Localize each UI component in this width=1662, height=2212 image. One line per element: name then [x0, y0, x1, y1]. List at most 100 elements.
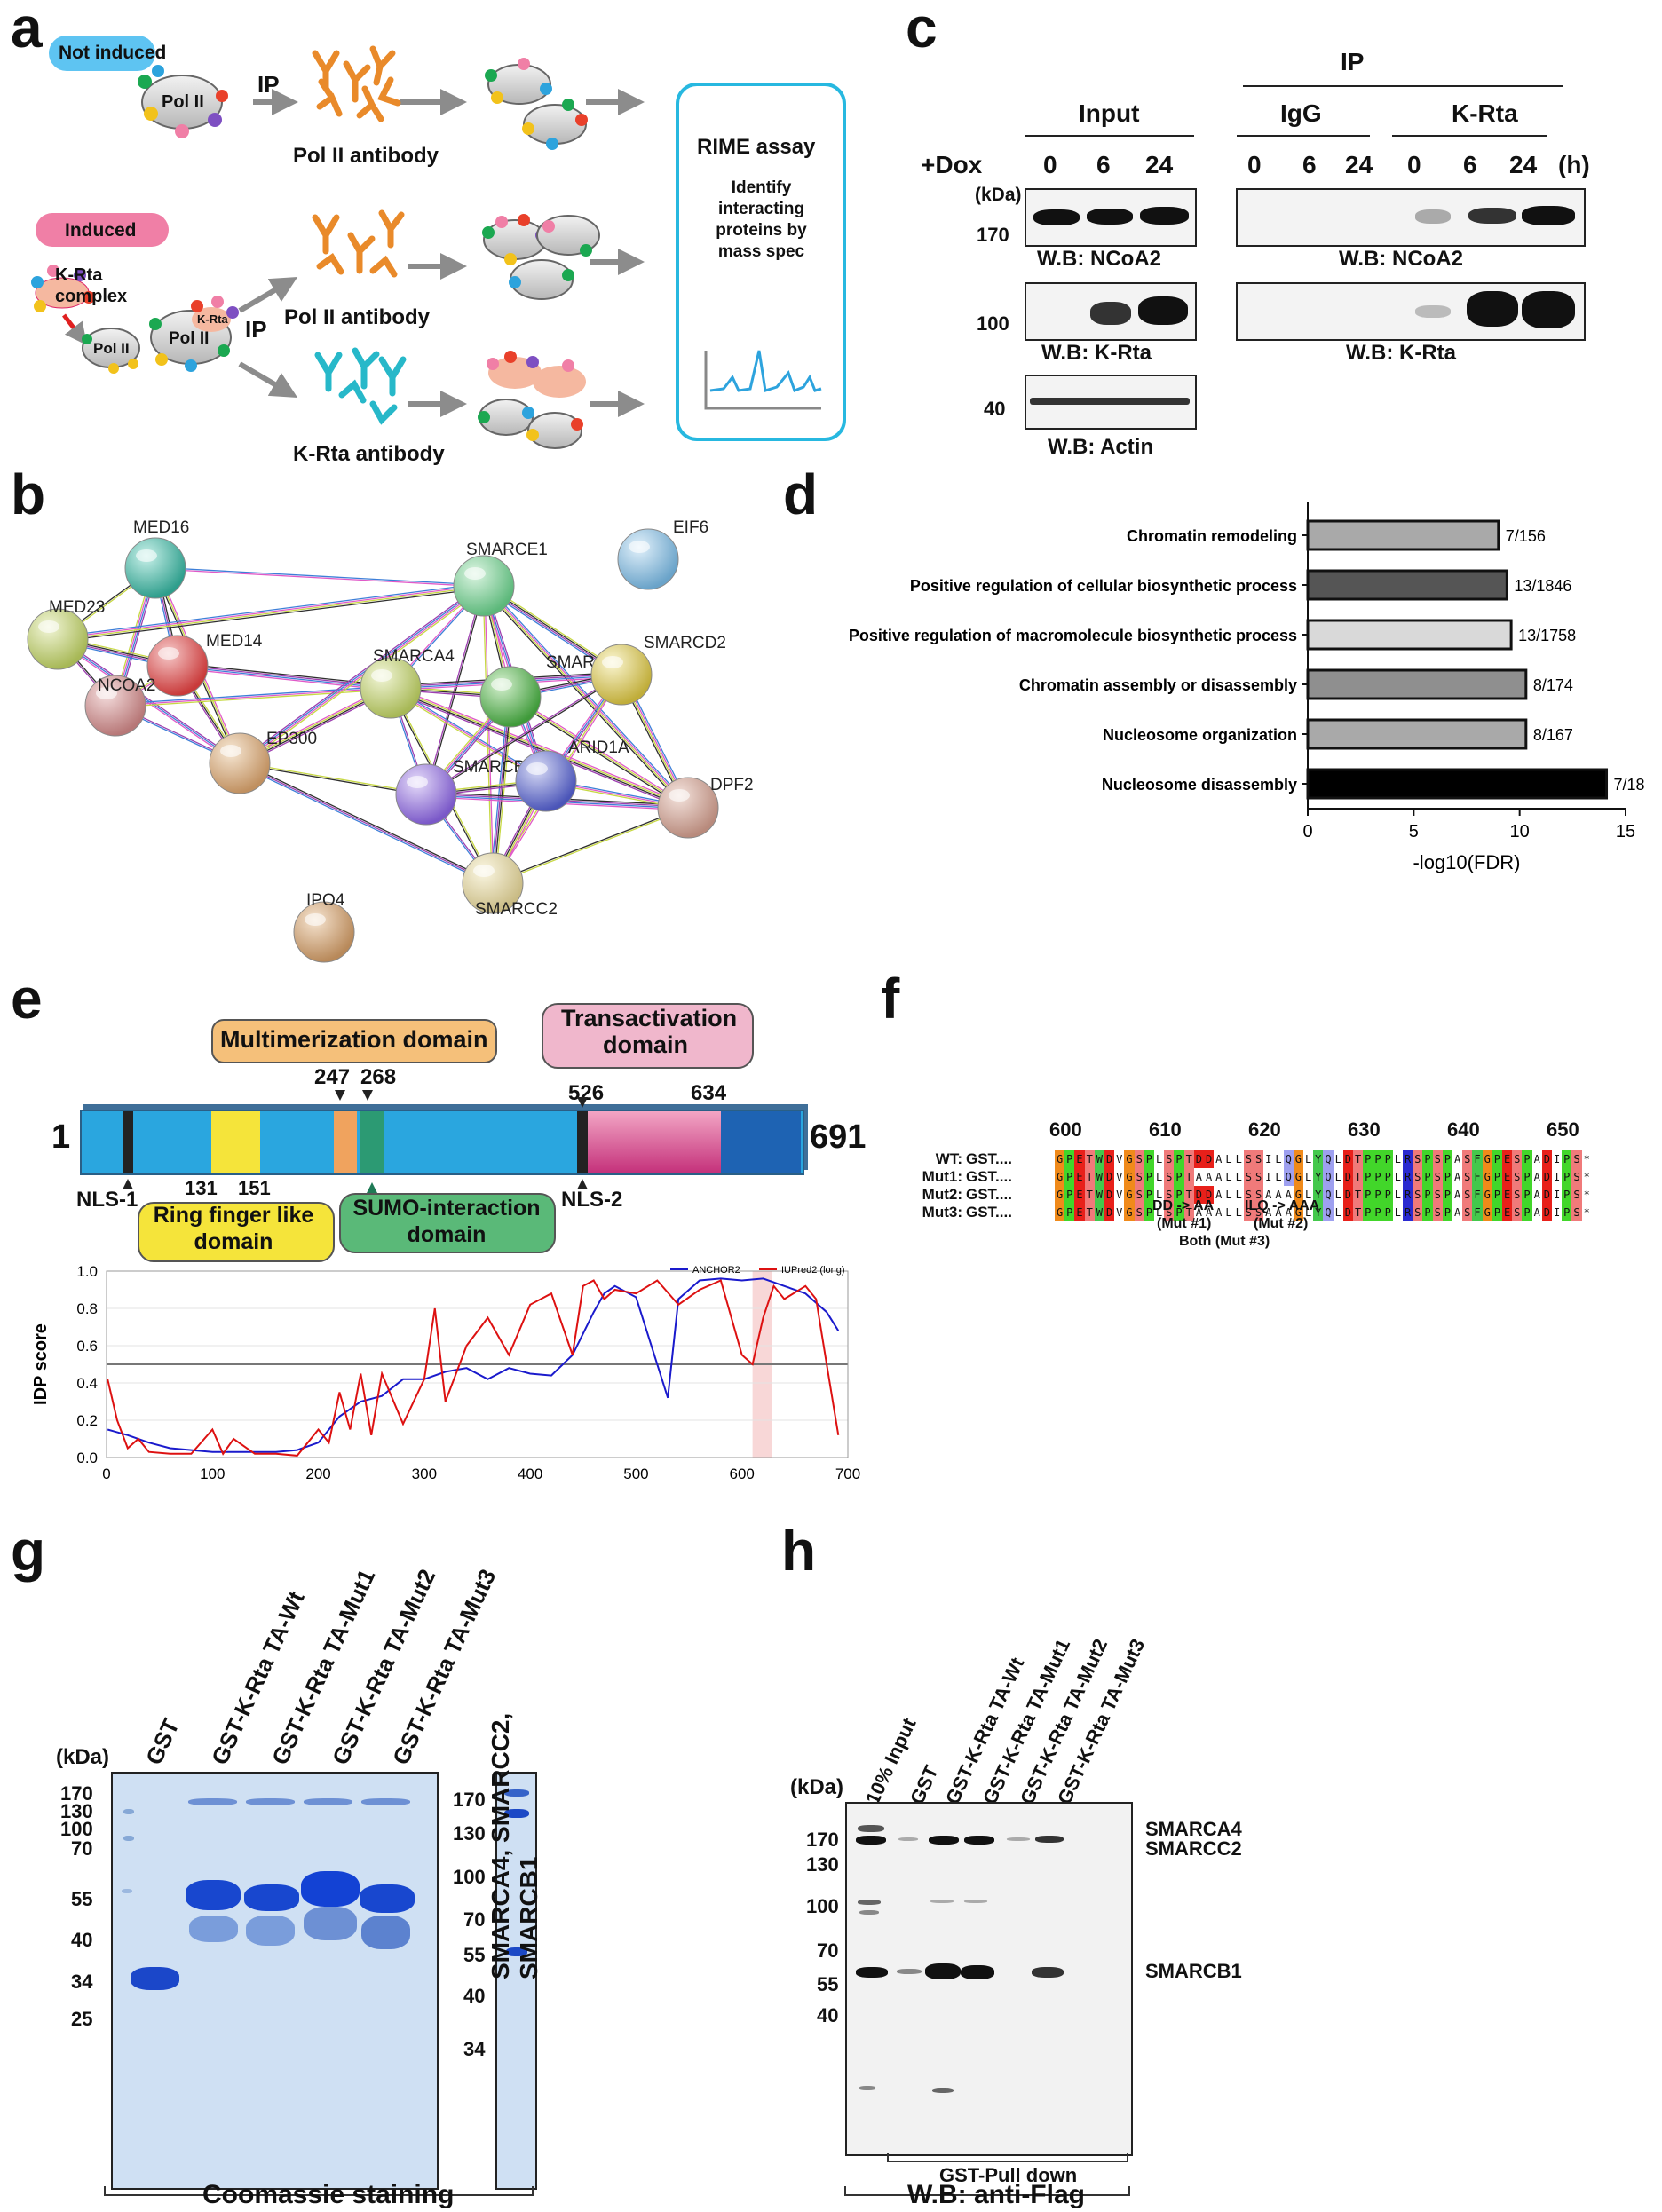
residue: R — [1403, 1150, 1413, 1168]
alignment-row-name: Mut2: — [922, 1186, 962, 1203]
network-edge — [155, 566, 485, 586]
residue: P — [1442, 1186, 1452, 1204]
residue: S — [1254, 1168, 1264, 1186]
blot-h — [845, 1802, 1133, 2156]
alignment-position: 610 — [1149, 1118, 1182, 1141]
residue: G — [1124, 1204, 1135, 1221]
category-label: Positive regulation of macromolecule bio… — [849, 627, 1297, 644]
residue: P — [1174, 1168, 1184, 1186]
residue: A — [1453, 1153, 1461, 1165]
pol2-label-induced-2: Pol II — [169, 329, 210, 348]
induced-pill — [36, 213, 169, 247]
network-edge — [177, 668, 391, 691]
residue: S — [1164, 1186, 1175, 1204]
residue: P — [1363, 1204, 1373, 1221]
network-edge — [391, 686, 689, 808]
residue: G — [1293, 1204, 1303, 1221]
node-label: EIF6 — [673, 518, 708, 537]
residue: E — [1502, 1168, 1513, 1186]
residue: S — [1164, 1204, 1175, 1221]
mw-h-70: 70 — [817, 1939, 839, 1962]
residue: P — [1144, 1186, 1154, 1204]
residue: L — [1225, 1171, 1232, 1183]
mw-100-c: 100 — [977, 312, 1009, 335]
mw-g-34: 34 — [71, 1971, 93, 1993]
network-edge — [178, 662, 392, 686]
x-tick-label: 700 — [835, 1465, 860, 1482]
krta-complex-label: K-Rta complex — [55, 265, 128, 306]
residue: W — [1094, 1204, 1104, 1221]
residue: A — [1265, 1189, 1272, 1201]
residue: P — [1442, 1168, 1452, 1186]
residue: P — [1373, 1204, 1383, 1221]
node-ncoa2: NCOA2 — [84, 675, 155, 737]
residue: S — [1243, 1186, 1254, 1204]
residue: A — [1275, 1189, 1282, 1201]
residue: S — [1164, 1168, 1175, 1186]
network-edge — [58, 636, 241, 763]
time-igg-0: 0 — [1247, 151, 1262, 178]
residue: T — [1084, 1168, 1095, 1186]
alignment-position: 640 — [1447, 1118, 1480, 1141]
ann-mut3: Both (Mut #3) — [1179, 1234, 1270, 1249]
residue: L — [1304, 1206, 1312, 1219]
residue: L — [1275, 1153, 1282, 1165]
sumo-region — [360, 1111, 384, 1173]
data-label: 7/18 — [1614, 776, 1645, 794]
residue: P — [1522, 1150, 1532, 1168]
residue: D — [1541, 1204, 1552, 1221]
residue: D — [1342, 1168, 1353, 1186]
residue: P — [1144, 1204, 1154, 1221]
pulldown-brackets — [844, 2153, 1130, 2196]
network-edge — [57, 584, 484, 639]
residue: W — [1094, 1168, 1104, 1186]
residue: A — [1533, 1171, 1540, 1183]
pol2-label-induced-1: Pol II — [93, 340, 130, 357]
residue: P — [1522, 1168, 1532, 1186]
residue: P — [1422, 1168, 1433, 1186]
network-edge — [489, 696, 509, 883]
residue: A — [1215, 1189, 1223, 1201]
node-label: MED23 — [49, 598, 105, 617]
time-input-24: 24 — [1145, 151, 1174, 178]
residue: L — [1334, 1189, 1341, 1201]
residue: D — [1193, 1150, 1204, 1168]
time-krta-6: 6 — [1463, 151, 1477, 178]
seq-end: 691 — [810, 1118, 867, 1156]
residue: P — [1064, 1150, 1075, 1168]
residue: Q — [1323, 1204, 1334, 1221]
residue: T — [1183, 1168, 1194, 1186]
alignment-row-prefix: GST.... — [966, 1150, 1012, 1167]
pol2-label: Pol II — [162, 92, 204, 112]
residue: S — [1243, 1150, 1254, 1168]
time-unit: (h) — [1558, 151, 1590, 178]
residue: R — [1403, 1168, 1413, 1186]
residue: L — [1155, 1153, 1163, 1165]
residue: L — [1304, 1153, 1312, 1165]
panel-g-label: g — [11, 1519, 46, 1583]
induced-label: Induced — [65, 220, 137, 241]
residue: P — [1492, 1204, 1502, 1221]
residue: P — [1373, 1150, 1383, 1168]
residue: F — [1472, 1168, 1483, 1186]
sumo-box — [339, 1193, 556, 1253]
residue: P — [1174, 1204, 1184, 1221]
residue: E — [1502, 1150, 1513, 1168]
ip-header: IP — [1341, 48, 1365, 75]
panel-a-label: a — [11, 0, 43, 59]
residue: P — [1492, 1186, 1502, 1204]
residue: I — [1265, 1153, 1272, 1165]
residue: S — [1462, 1204, 1473, 1221]
residue: P — [1382, 1204, 1393, 1221]
panel-c-label: c — [906, 0, 938, 59]
panel-h-label: h — [781, 1519, 817, 1583]
alignment-row-prefix: GST.... — [966, 1168, 1012, 1185]
panel-c: c IP Input IgG K-Rta +Dox 0 6 24 0 6 24 … — [870, 0, 1662, 470]
residue: W — [1094, 1186, 1104, 1204]
residue: T — [1084, 1204, 1095, 1221]
residue: Y — [1313, 1186, 1324, 1204]
residue: S — [1571, 1204, 1582, 1221]
residue: I — [1553, 1153, 1561, 1165]
